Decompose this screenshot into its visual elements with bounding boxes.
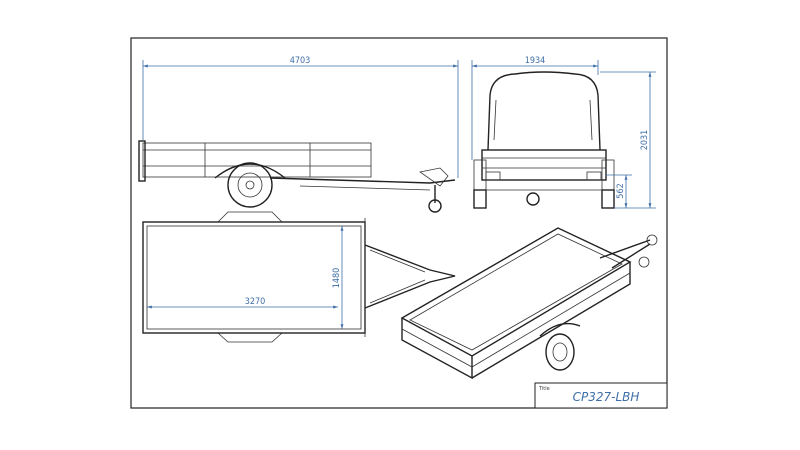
dimension-overall-width: 1934: [525, 56, 546, 66]
dimension-overall-height: 2031: [640, 130, 650, 151]
side-view: 4703: [138, 56, 459, 213]
dimension-bed-height: 562: [616, 183, 626, 198]
title-block: Title CP327-LBH: [534, 382, 668, 409]
drawing-title: CP327-LBH: [573, 390, 640, 404]
dimension-bed-length: 3270: [245, 297, 266, 307]
dimension-overall-length: 4703: [290, 56, 311, 66]
isometric-view: [400, 227, 658, 380]
dimension-bed-width: 1480: [332, 268, 342, 289]
sheet-border: [130, 37, 668, 409]
front-view: 1934 2031 562: [471, 56, 656, 209]
top-view: 1480 3270: [142, 211, 456, 343]
title-label: Title: [538, 386, 550, 392]
